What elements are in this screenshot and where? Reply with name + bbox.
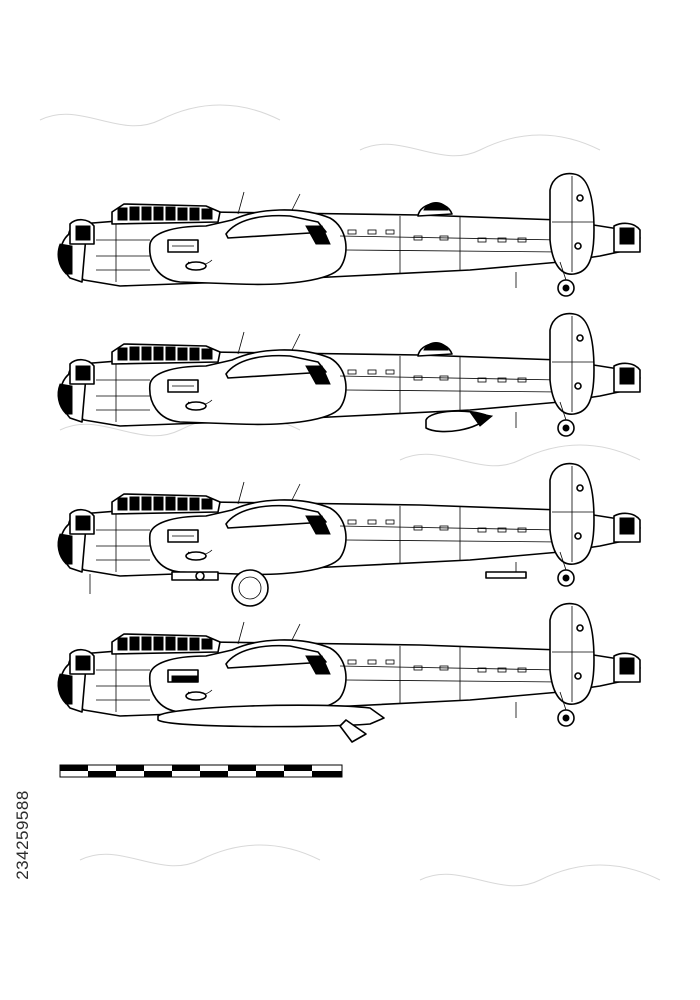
aircraft-drawing-2 — [57, 312, 641, 437]
scale-bar — [59, 764, 343, 778]
watermark-pattern — [39, 104, 661, 887]
aircraft-drawing-1 — [57, 172, 641, 297]
aircraft-drawing-4 — [57, 602, 641, 743]
aircraft-drawing-3 — [57, 462, 641, 607]
